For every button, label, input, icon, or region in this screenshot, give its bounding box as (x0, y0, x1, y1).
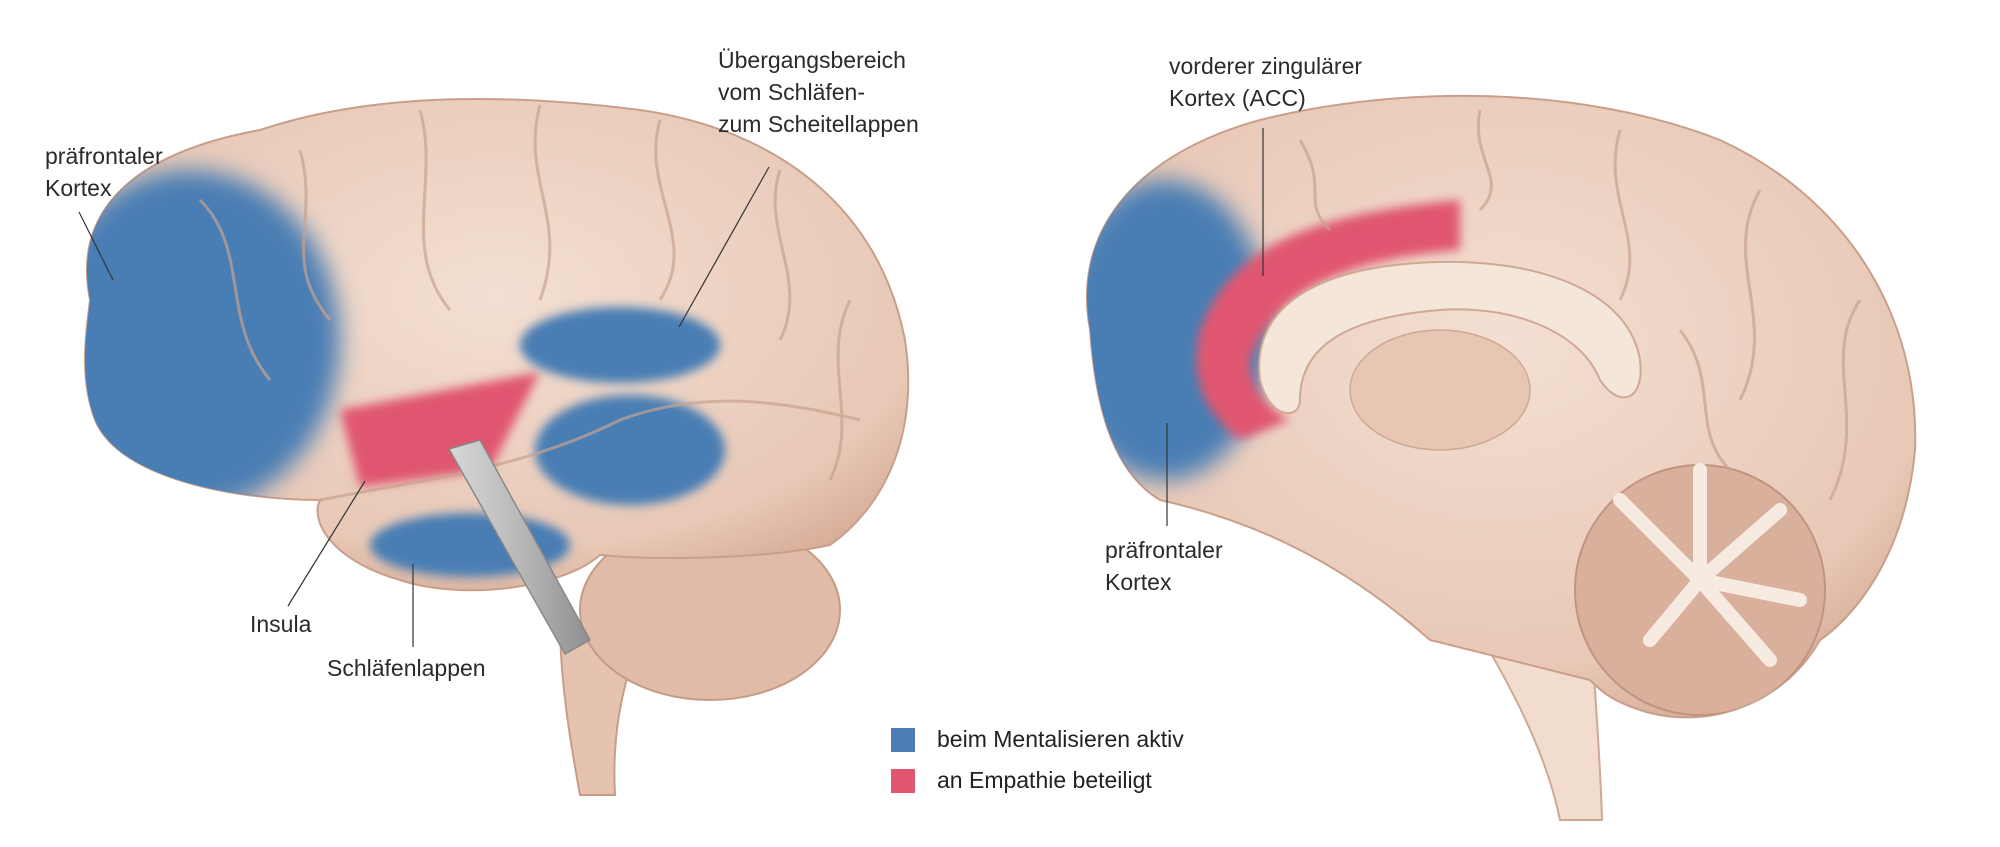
label-temporal-lobe: Schläfenlappen (327, 655, 486, 681)
label-line: vorderer zingulärer (1169, 53, 1363, 79)
leader-line-insula (287, 480, 366, 607)
label-junction: Übergangsbereich vom Schläfen- zum Schei… (718, 44, 919, 140)
label-prefrontal-right: präfrontaler Kortex (1105, 534, 1223, 598)
label-line: Kortex (45, 175, 112, 201)
corpus-callosum (1258, 260, 1642, 415)
label-line: zum Scheitellappen (718, 111, 919, 137)
label-line: Kortex (1105, 569, 1172, 595)
legend-swatch-blue (891, 727, 915, 752)
temporal-band-highlight (535, 395, 725, 505)
leader-line-prefrontal-left (78, 211, 114, 281)
label-line: vom Schläfen- (718, 79, 866, 105)
lateral-brain (84, 98, 910, 796)
label-line: präfrontaler (45, 143, 163, 169)
acc-highlight (1196, 200, 1460, 440)
gyri (198, 104, 861, 502)
leader-line-junction (678, 166, 770, 328)
gyri (1298, 109, 1862, 501)
prefrontal-highlight (85, 170, 340, 510)
thalamus (1349, 329, 1531, 451)
leader-lines (78, 128, 1264, 647)
label-acc: vorderer zingulärer Kortex (ACC) (1169, 50, 1362, 114)
label-line: Kortex (ACC) (1169, 85, 1306, 111)
legend-item-mentalizing: beim Mentalisieren aktiv (891, 726, 1184, 753)
label-line: Übergangsbereich (718, 47, 906, 73)
label-insula: Insula (250, 611, 312, 637)
label-prefrontal-left: präfrontaler Kortex (45, 140, 163, 204)
retractor (447, 439, 592, 656)
arbor-vitae (1613, 463, 1807, 667)
legend-label: beim Mentalisieren aktiv (937, 726, 1184, 752)
legend-item-empathy: an Empathie beteiligt (891, 767, 1152, 794)
legend-label: an Empathie beteiligt (937, 767, 1152, 793)
medial-brain (1085, 94, 1917, 821)
label-line: präfrontaler (1105, 537, 1223, 563)
junction-highlight (520, 307, 720, 383)
legend-swatch-red (891, 768, 915, 793)
